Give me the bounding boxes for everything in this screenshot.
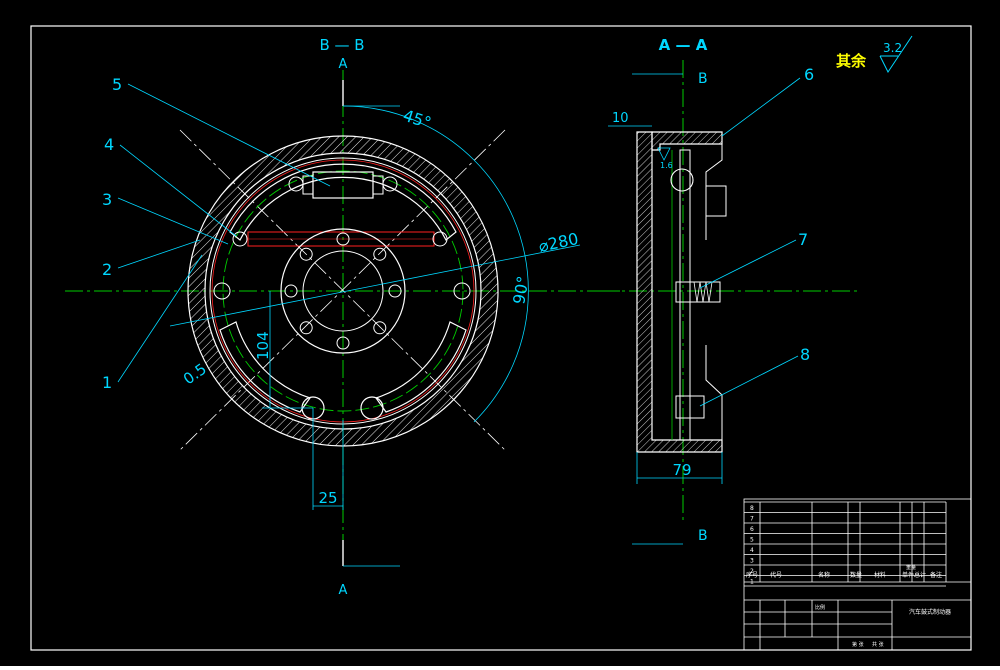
dim-diameter-label: ⌀280 [537, 229, 580, 256]
tb-col-label: 代号 [770, 571, 782, 579]
tb-col-label: 单件 [902, 571, 914, 579]
view-bb: B — B A A 45° 90° ⌀280 104 25 0.5 5 4 3 … [65, 36, 620, 598]
balloon-6: 6 [804, 65, 814, 84]
bolt-hole [373, 247, 387, 261]
title-block [743, 498, 972, 651]
tb-row-number: 1 [750, 579, 754, 586]
adjuster-spring [693, 281, 713, 303]
tb-row-number: 6 [750, 526, 754, 533]
drum-ring [187, 135, 499, 447]
tb-col-label: 总计 [914, 571, 926, 579]
anchor-hole-left [213, 282, 231, 300]
dim-25-label: 25 [318, 489, 337, 507]
section-mark-bottom: A [339, 583, 348, 598]
tb-row-number: 7 [750, 516, 754, 523]
aa-mark-bottom: B [698, 528, 708, 544]
title-block-frame [743, 498, 972, 651]
balloon-2: 2 [102, 260, 112, 279]
spring-anchor-right [432, 231, 448, 247]
pivot-right-upper [382, 176, 398, 192]
balloon-3: 3 [102, 190, 112, 209]
outer-frame [30, 25, 972, 651]
aa-mark-top: B [698, 71, 708, 87]
hub-bore [302, 250, 384, 332]
leader-1 [117, 254, 203, 383]
dim-10-label: 10 [612, 111, 629, 126]
leader-7 [699, 239, 797, 289]
bolt-hole [336, 336, 350, 350]
tb-row-number: 3 [750, 558, 754, 565]
angle-arc-45 [342, 105, 475, 161]
brake-shoe-upper [229, 163, 457, 241]
bolt-hole [284, 284, 298, 298]
bolt-hole [388, 284, 402, 298]
roughness-symbol [879, 35, 913, 73]
leader-8 [699, 355, 799, 407]
balloon-4: 4 [104, 135, 114, 154]
drawing-name: 汽车鼓式制动器 [909, 608, 951, 616]
bolt-hole [336, 232, 350, 246]
dim-104-label: 104 [254, 331, 272, 360]
backing-plate [679, 149, 691, 441]
scale-label: 比例 [815, 604, 825, 611]
leader-6 [721, 77, 801, 137]
tb-col-label: 材料 [874, 571, 886, 579]
shield-bottom [705, 345, 723, 440]
tb-col-sub-label: 重量 [906, 564, 916, 571]
drum-rim-top [651, 131, 723, 151]
tb-row-number: 8 [750, 505, 754, 512]
bolt-hole [373, 321, 387, 335]
pivot-left-upper [288, 176, 304, 192]
tb-col-label: 名称 [818, 571, 830, 579]
tb-col-label: 数量 [850, 571, 862, 579]
tb-row-number: 2 [750, 568, 754, 575]
view-aa: A — A B B 10 79 1.6 6 7 8 [600, 36, 860, 545]
balloon-1: 1 [102, 373, 112, 392]
leader-3 [117, 197, 229, 245]
roughness-small-symbol [657, 147, 671, 161]
wheel-cylinder-right-cap [372, 175, 384, 195]
cylinder-section [670, 168, 694, 192]
tb-col-label: 备注 [930, 571, 942, 579]
roughness-small-label: 1.6 [660, 161, 673, 170]
title-block-text: 8 7 6 5 4 3 2 1序号 代号 名称 数量 材料 单件总计备注 重量 [746, 505, 942, 586]
title-block-rows [744, 501, 947, 587]
leader-2 [117, 239, 201, 269]
anchor-hole-right [453, 282, 471, 300]
leader-4 [119, 144, 237, 237]
section-mark-top: A [339, 57, 348, 72]
hub-flange [280, 228, 406, 354]
balloon-5: 5 [112, 75, 122, 94]
tb-col-label: 序号 [746, 571, 758, 579]
green-pitch-circle [222, 170, 464, 412]
adjuster-section [675, 281, 721, 303]
anchor-pin-right-lower [360, 396, 384, 420]
roughness-value: 3.2 [883, 41, 902, 55]
angle-arc-90 [473, 159, 529, 423]
bolt-hole [299, 321, 313, 335]
balloon-8: 8 [800, 345, 810, 364]
sheet-total: 共 张 [872, 641, 884, 648]
leader-5 [127, 83, 331, 187]
wheel-cylinder-left-cap [302, 175, 314, 195]
bolt-hole [299, 247, 313, 261]
dim-79-label: 79 [672, 461, 691, 479]
pin-section [675, 395, 705, 419]
spring-anchor-left [232, 231, 248, 247]
dim-radius-label: 0.5 [180, 360, 210, 388]
bracket-section [705, 185, 727, 217]
aa-title: A — A [659, 36, 708, 54]
sheet-of: 第 张 [852, 641, 864, 648]
diameter-leader [169, 244, 581, 327]
bb-title: B — B [319, 36, 364, 54]
tb-row-number: 4 [750, 547, 754, 554]
tb-row-number: 5 [750, 537, 754, 544]
roughness-note-label: 其余 [836, 52, 867, 70]
dim-45-label: 45° [401, 106, 434, 133]
hub-bolt-holes [284, 232, 402, 350]
dim-90-label: 90° [509, 274, 533, 305]
balloon-7: 7 [798, 230, 808, 249]
